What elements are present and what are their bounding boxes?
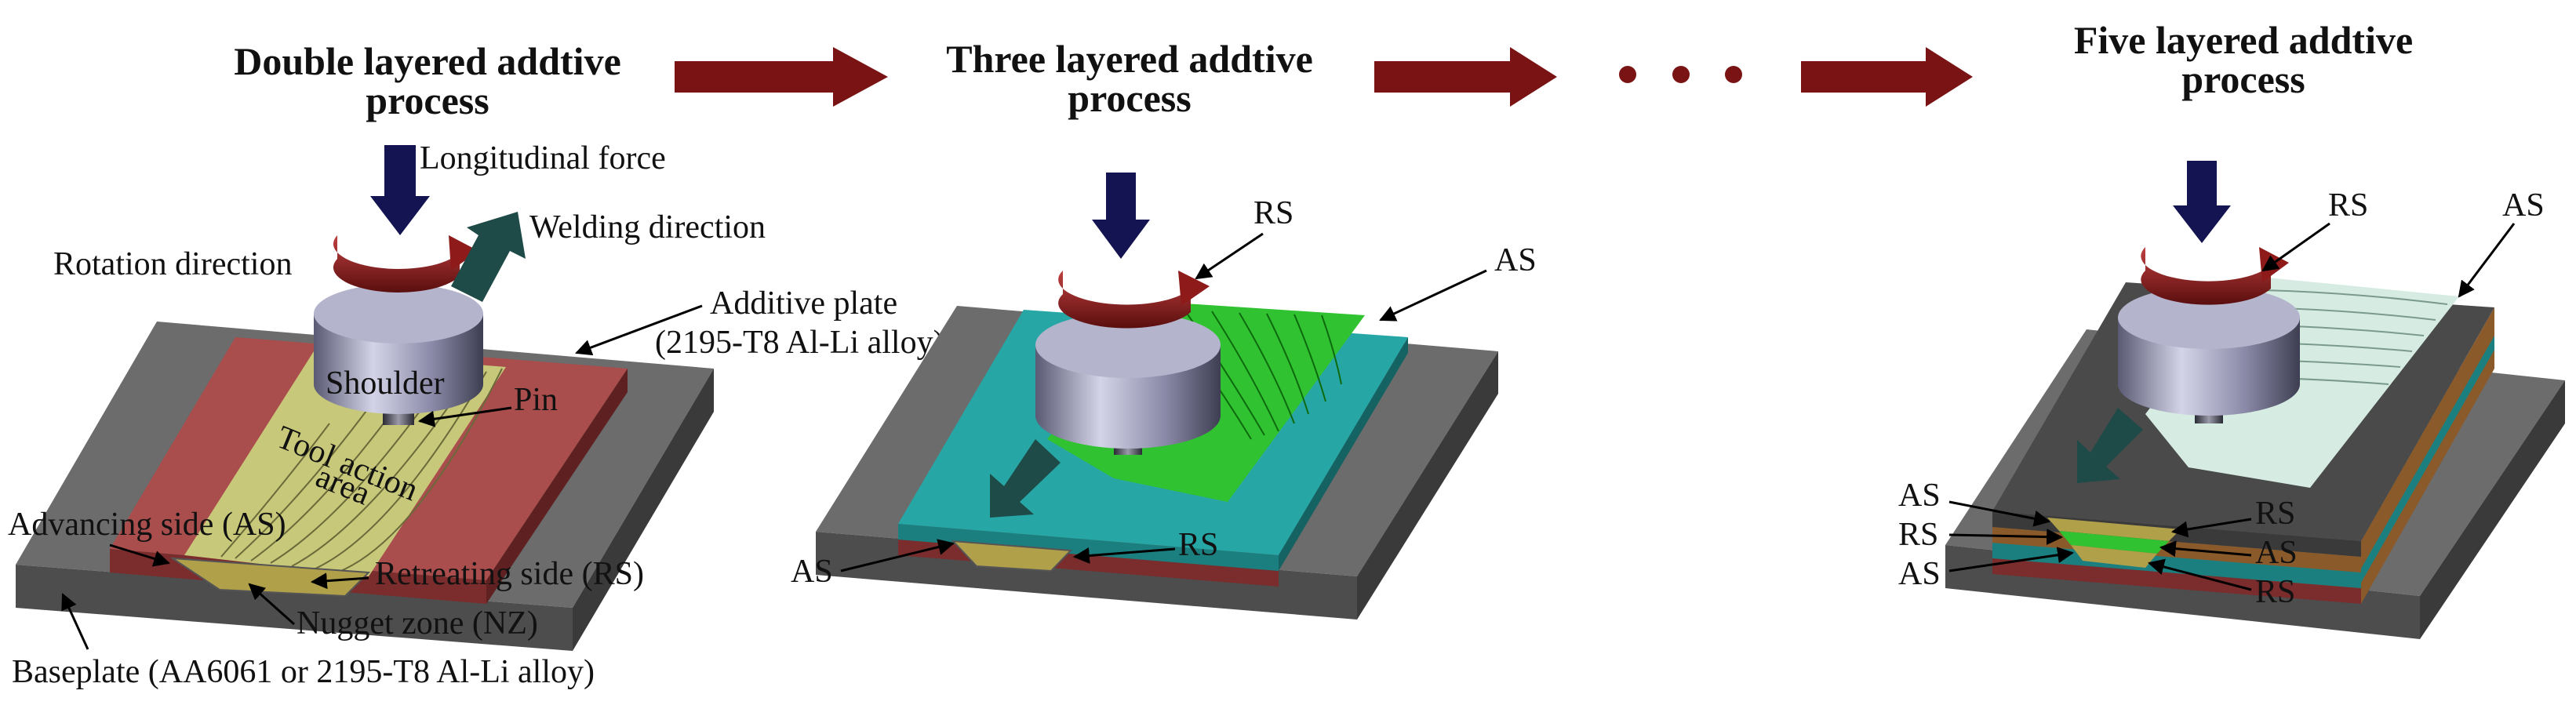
stage1-leader-advancing-side	[109, 543, 171, 567]
stage1-baseplate-front	[16, 565, 573, 651]
stage1-label-rotation-direction: Rotation direction	[53, 246, 292, 282]
stage2-label-rs-bottom: RS	[1178, 527, 1218, 563]
stage1-label-nugget-zone: Nugget zone (NZ)	[297, 605, 538, 641]
stage1-label-retreating-side: Retreating side (RS)	[375, 556, 644, 592]
stage3-leader-left-3	[1948, 547, 2075, 572]
stage2-leader-as-bottom	[840, 539, 955, 572]
flow-arrow-1	[675, 47, 888, 107]
stage3-layer-stack-side-teal	[2361, 336, 2494, 583]
stage3-label-left-1: AS	[1898, 478, 1941, 514]
stage3-title-line1: Five layered addtive	[2074, 18, 2413, 62]
stage1-baseplate-side	[573, 369, 714, 651]
stage2-shoulder-top	[1035, 312, 1221, 378]
stage3-rotation-ring	[2141, 247, 2271, 305]
stage2-leader-as-top	[1379, 269, 1487, 322]
stage3-baseplate-side	[2420, 380, 2565, 639]
stage3-label-right-1: RS	[2255, 496, 2295, 532]
stage1-rotation-arrowhead	[449, 235, 478, 271]
stage3-layer1-front	[1992, 558, 2361, 604]
stage1-label-shoulder: Shoulder	[326, 365, 445, 402]
stage2-teal-plate-front	[898, 524, 1279, 571]
flow-arrow-3	[1801, 47, 1973, 107]
stage2-label-rs-top: RS	[1253, 195, 1293, 231]
stage1-double-layer-diagram: Longitudinal force Welding direction Rot…	[8, 140, 944, 690]
stage1-leader-baseplate	[61, 593, 89, 650]
stage1-label-welding-direction: Welding direction	[529, 209, 766, 245]
stage2-title-line1: Three layered addtive	[946, 37, 1313, 81]
stage2-welding-direction-arrow	[990, 439, 1061, 518]
stage3-label-rs-top: RS	[2328, 187, 2368, 223]
stage1-label-baseplate: Baseplate (AA6061 or 2195-T8 Al-Li alloy…	[12, 654, 595, 690]
stage2-label-as-bottom: AS	[791, 554, 833, 590]
stage3-shoulder-top	[2118, 286, 2300, 349]
stage3-five-layer-diagram: RS AS AS RS AS RS AS RS	[1898, 161, 2565, 639]
stage3-welding-direction-arrow	[2077, 408, 2143, 483]
stage1-leader-pin	[417, 406, 512, 427]
stage3-label-right-3: RS	[2255, 574, 2295, 610]
stage2-teal-plate-side	[1279, 337, 1408, 571]
stage1-label-additive-plate-2: (2195-T8 Al-Li alloy)	[655, 325, 944, 361]
stage1-force-arrow	[370, 145, 430, 235]
stage1-leader-nugget-zone	[248, 583, 296, 626]
stage3-leader-rs-top	[2261, 222, 2330, 272]
stage2-leader-rs-bottom	[1072, 547, 1176, 564]
stage1-leader-additive-plate	[575, 304, 703, 356]
flow-arrow-2	[1374, 47, 1557, 107]
stage3-title-line2: process	[2181, 57, 2305, 101]
stage2-rotation-arrowhead	[1178, 271, 1210, 306]
stage1-rotation-ring	[333, 235, 460, 293]
stage1-leader-retreating-side	[310, 572, 369, 590]
stage3-leader-as-top	[2458, 223, 2516, 298]
stage2-leader-rs-top	[1195, 232, 1264, 280]
stage2-force-arrow	[1092, 173, 1150, 259]
stage2-baseplate-side	[1357, 351, 1498, 620]
stage3-nugget-layer-mid	[2059, 531, 2169, 554]
stage3-force-arrow	[2173, 161, 2231, 243]
stage1-title-line2: process	[366, 78, 489, 122]
stage2-rotation-ring	[1058, 271, 1191, 329]
stage2-nugget-zone	[951, 540, 1073, 572]
stage3-nugget-layer-bottom	[2071, 545, 2157, 568]
stage1-label-longitudinal-force: Longitudinal force	[420, 140, 666, 176]
stage1-label-pin: Pin	[514, 382, 558, 418]
stage3-leader-left-2	[1948, 529, 2064, 546]
ellipsis-dots	[1619, 66, 1742, 83]
stage1-shoulder-top	[314, 284, 483, 343]
stage3-leader-right-1	[2170, 518, 2252, 538]
stage2-title-line2: process	[1068, 76, 1191, 120]
stage2-label-as-top: AS	[1494, 242, 1537, 278]
stage3-label-left-2: RS	[1898, 517, 1938, 553]
stage1-title-line1: Double layered addtive	[234, 39, 621, 83]
stage3-label-right-2: AS	[2255, 535, 2298, 571]
stage2-three-layer-diagram: RS AS AS RS	[791, 173, 1537, 620]
stage3-leader-right-3	[2147, 558, 2252, 591]
stage1-welding-direction-arrow	[451, 212, 526, 302]
stage1-additive-plate-side	[486, 369, 628, 604]
stage3-leader-right-2	[2159, 540, 2252, 558]
stage1-label-additive-plate-1: Additive plate	[710, 285, 897, 322]
stage3-label-as-top: AS	[2502, 187, 2545, 223]
process-flow-header: Double layered addtive process Three lay…	[234, 18, 2413, 122]
stage3-label-left-3: AS	[1898, 556, 1941, 592]
stage1-label-advancing-side: Advancing side (AS)	[8, 507, 286, 543]
stage3-nugget-layer-top	[2047, 518, 2181, 541]
stage3-rotation-arrowhead	[2259, 247, 2289, 282]
stage3-leader-left-1	[1948, 500, 2051, 527]
